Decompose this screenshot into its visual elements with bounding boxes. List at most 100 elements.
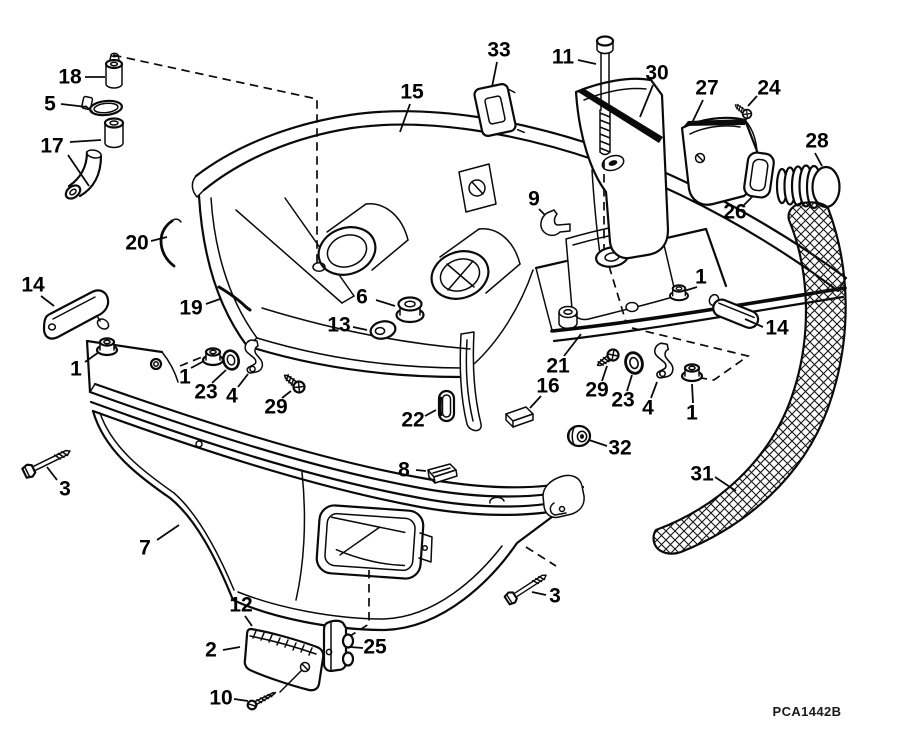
clip-part-22 [437, 389, 456, 423]
leader-line-23-left [211, 369, 227, 384]
leader-line-7 [156, 524, 180, 541]
callout-part-5: 5 [44, 93, 56, 116]
callout-part-14-left: 14 [21, 274, 45, 297]
leader-line-8 [415, 469, 427, 472]
leader-line-3-right [531, 591, 547, 596]
callout-part-1-c: 1 [686, 402, 698, 425]
leader-line-2 [222, 646, 241, 651]
rod-part-19 [217, 285, 252, 312]
callout-part-15: 15 [400, 81, 424, 104]
callout-part-29-right: 29 [585, 379, 608, 402]
leader-line-9 [538, 208, 546, 216]
leader-line-11 [577, 59, 597, 65]
callout-part-12: 12 [229, 594, 252, 617]
callout-part-4-left: 4 [226, 385, 238, 408]
screw-part-29-left [279, 369, 308, 396]
hook-keeper-part-4-left [244, 339, 264, 374]
leader-line-22 [424, 409, 437, 417]
callout-part-7: 7 [139, 537, 151, 560]
lower-engine-cover-part [85, 339, 585, 632]
callout-part-29-left: 29 [264, 396, 287, 419]
callout-part-2: 2 [205, 639, 217, 662]
handle-recess [315, 504, 425, 580]
leader-line-29-left [281, 390, 292, 399]
leader-line-1-c [691, 383, 694, 404]
callout-part-31: 31 [690, 463, 714, 486]
leader-line-14-left [40, 295, 55, 307]
pad-part-16 [505, 406, 534, 428]
gasket-part-26 [743, 151, 775, 199]
leader-line-13 [352, 326, 368, 331]
callout-part-17: 17 [40, 135, 63, 158]
bushing-part-32 [566, 424, 592, 448]
grommet-part-1-b [201, 347, 225, 367]
grommet-part-1-c [680, 363, 704, 383]
leader-line-25 [349, 646, 364, 649]
callout-part-23-right: 23 [611, 389, 634, 412]
screw-alignment-line [279, 669, 303, 693]
leader-line-20 [150, 236, 168, 242]
leader-line-5 [60, 103, 88, 108]
callout-part-13: 13 [327, 314, 350, 337]
leader-line-17 [69, 139, 102, 143]
leader-line-1-d [683, 286, 698, 292]
callout-part-33: 33 [487, 39, 510, 62]
latch-bracket-part-30 [574, 77, 670, 260]
callout-part-23-left: 23 [194, 381, 217, 404]
leader-line-26 [743, 196, 753, 206]
callout-part-9: 9 [528, 188, 540, 211]
bracket-part-27 [680, 116, 759, 206]
callout-part-18: 18 [58, 66, 82, 89]
callout-part-20: 20 [125, 232, 148, 255]
callout-part-8: 8 [398, 459, 410, 482]
grommet-part-33 [473, 83, 526, 137]
callout-part-10: 10 [209, 687, 232, 710]
leader-line-32 [588, 439, 608, 447]
grommet-part-1-d [669, 284, 689, 302]
grommet-part-6 [395, 296, 425, 324]
leader-line-27 [690, 99, 704, 126]
leader-line-10 [233, 698, 249, 702]
leader-line-21 [563, 333, 582, 357]
clamp-part-5 [81, 95, 124, 117]
callout-part-19: 19 [179, 297, 202, 320]
hook-keeper-part-4-right [653, 342, 674, 379]
callout-part-1-a: 1 [70, 358, 82, 381]
latch-handle-part-14-left [42, 289, 110, 340]
callout-part-26: 26 [723, 201, 746, 224]
bolt-part-11 [595, 35, 615, 156]
bolt-part-3-right [502, 569, 551, 607]
callout-part-1-d: 1 [695, 266, 707, 289]
leader-line-28 [814, 152, 823, 167]
hose-part-17 [64, 117, 125, 200]
leader-line-4-left [237, 373, 249, 388]
leader-line-12 [244, 615, 253, 627]
callout-part-1-b: 1 [179, 366, 191, 389]
callout-part-25: 25 [363, 636, 387, 659]
screw-part-10 [246, 691, 277, 711]
wire-clip-part-20 [159, 218, 182, 268]
leader-line-16 [529, 395, 542, 409]
ribbed-cap-part-28 [775, 164, 841, 210]
washer-part-13 [369, 320, 397, 340]
callout-part-14-right: 14 [765, 317, 789, 340]
leader-line-1-a [84, 351, 100, 363]
assembly-dashed-lines [112, 54, 751, 637]
leader-line-30 [639, 84, 654, 118]
clip-part-8 [427, 463, 458, 484]
leader-line-24 [747, 95, 758, 107]
callout-part-21: 21 [546, 355, 570, 378]
leader-line-6 [375, 299, 396, 307]
bolt-part-3-left [20, 444, 74, 481]
leader-line-29-right [601, 365, 608, 382]
callout-part-11: 11 [552, 46, 575, 69]
callout-part-27: 27 [695, 77, 718, 100]
callout-part-4-right: 4 [642, 397, 654, 420]
callout-part-16: 16 [536, 375, 559, 398]
spacer-block-part-25 [322, 619, 355, 673]
leader-line-31 [714, 476, 737, 492]
callout-part-22: 22 [401, 409, 424, 432]
callout-part-6: 6 [356, 286, 368, 309]
